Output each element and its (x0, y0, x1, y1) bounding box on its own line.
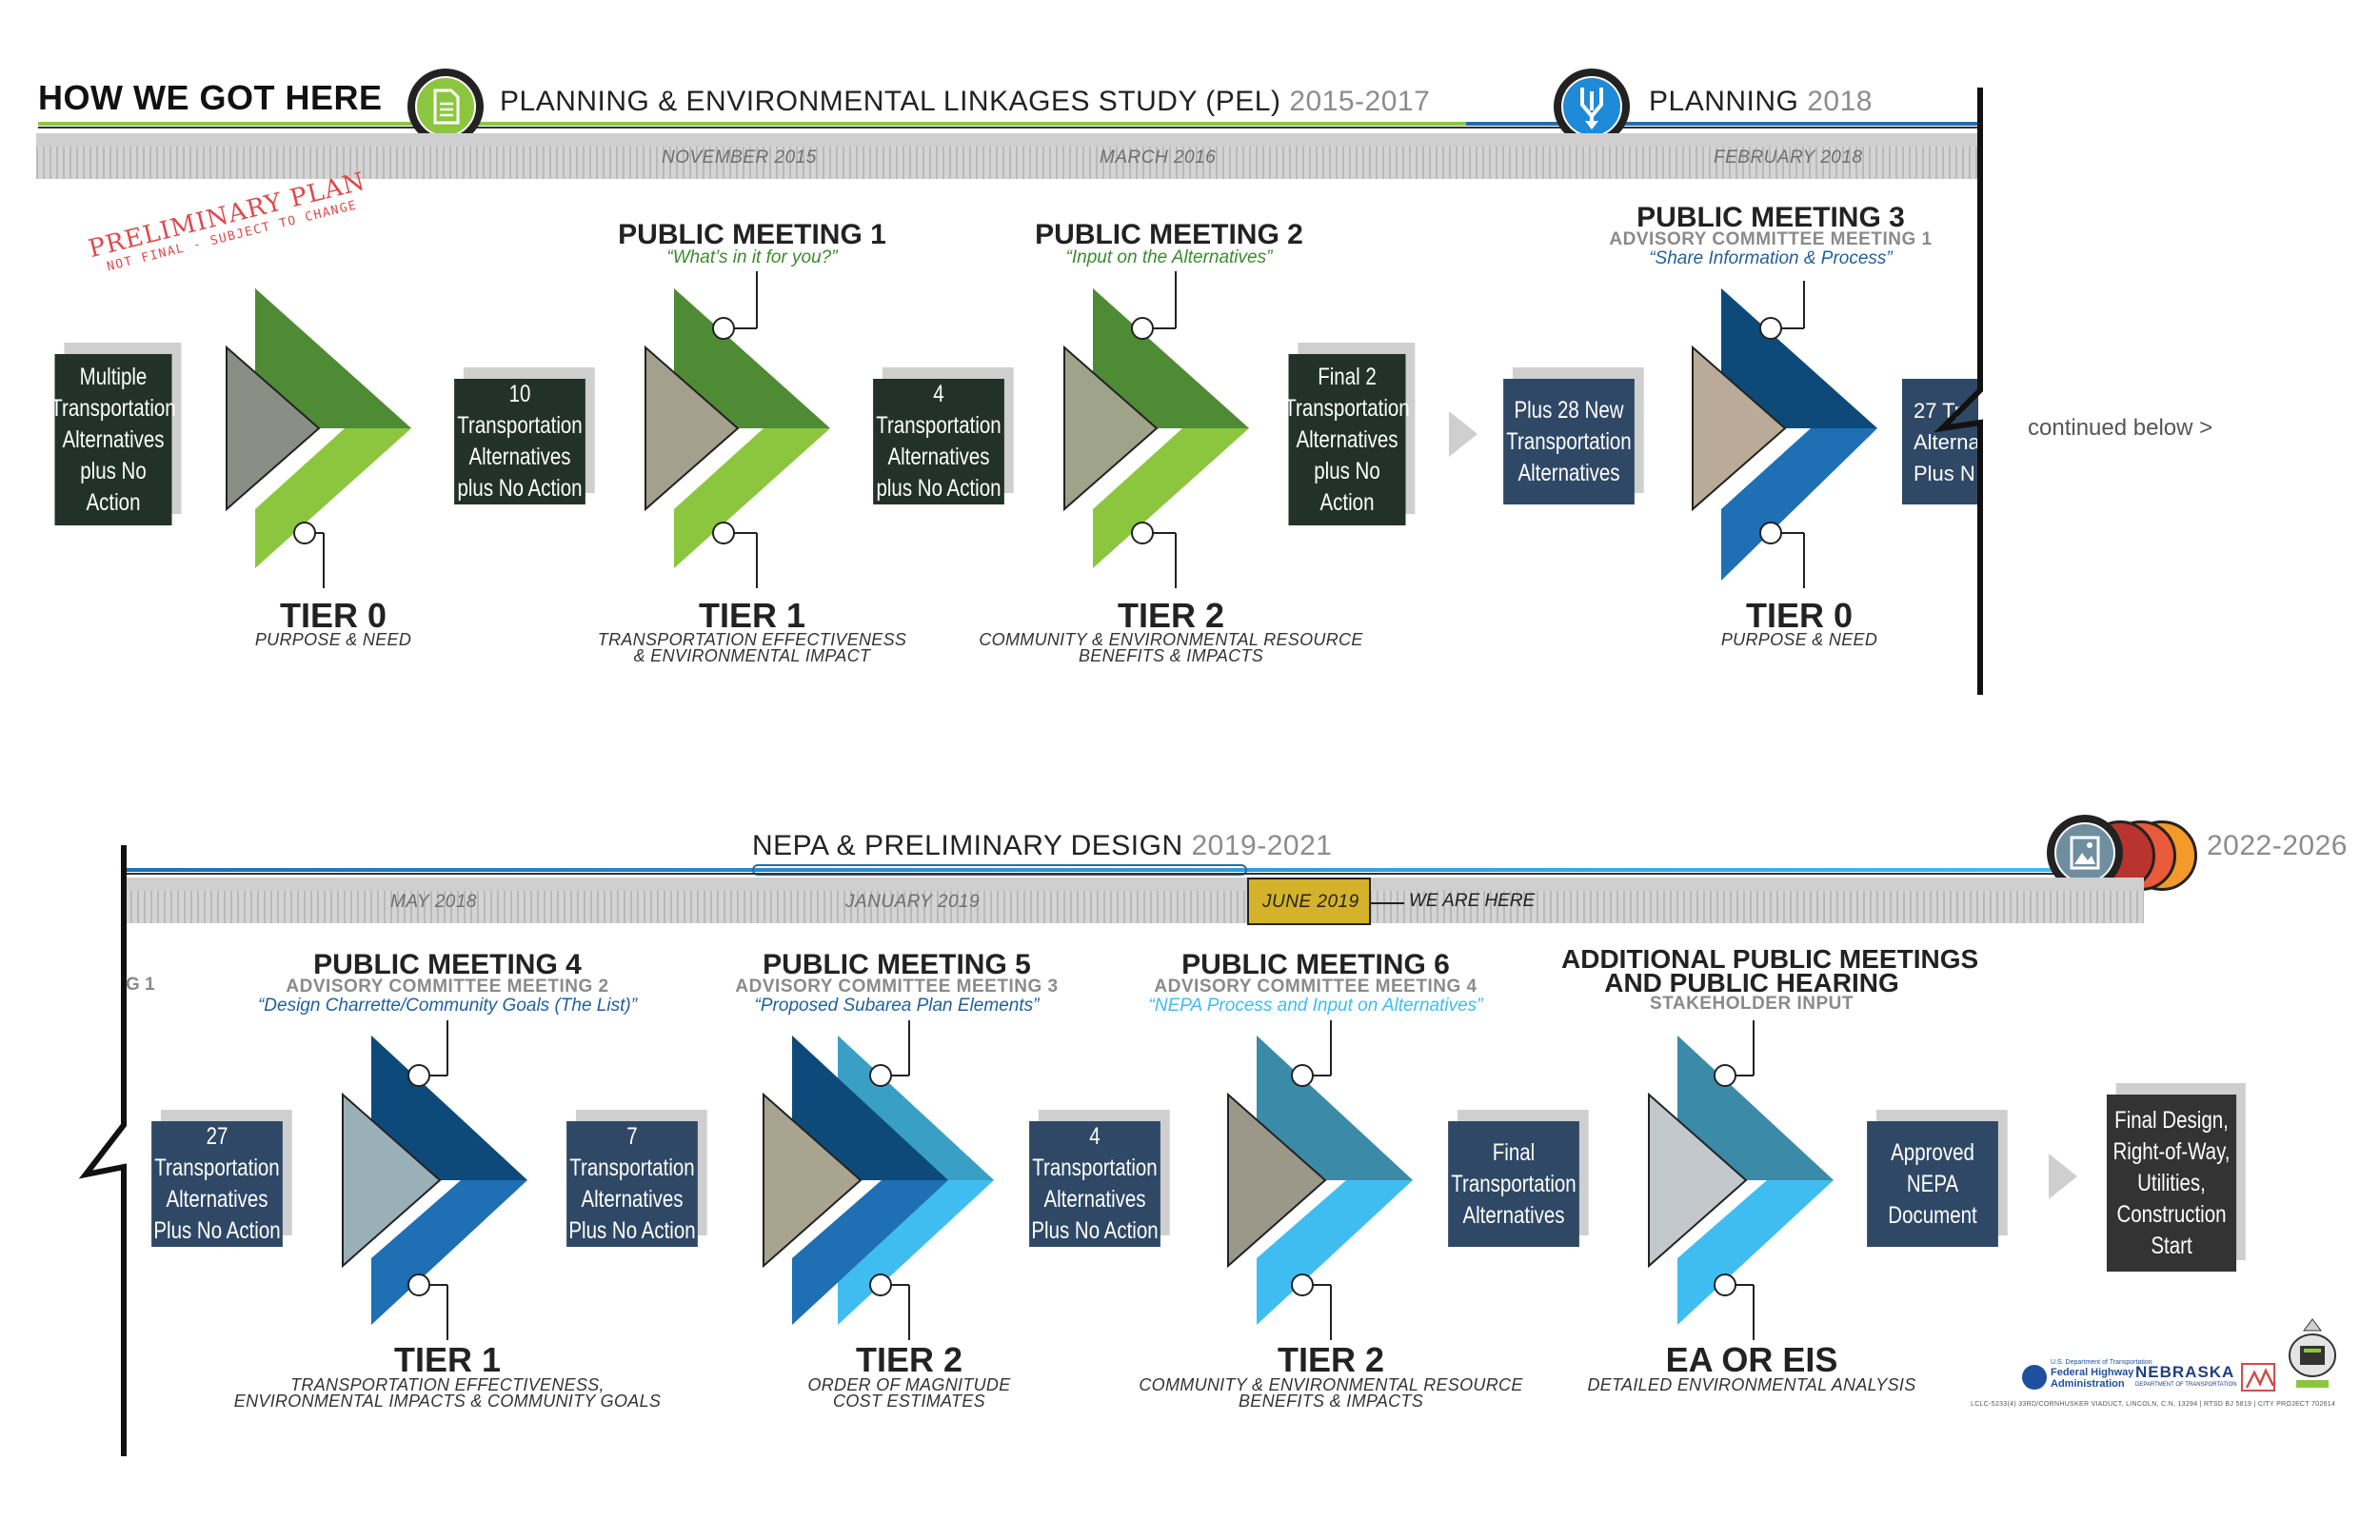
meeting-title: PUBLIC MEETING 4 (313, 949, 582, 980)
phase-nepa-label: NEPA & PRELIMINARY DESIGN 2019-2021 (752, 830, 1333, 861)
header-line-nepa (124, 868, 2085, 872)
tier-label: TIER 2 (1277, 1340, 1385, 1379)
stage-box: 4 Transportation Alternatives plus No Ac… (873, 379, 1004, 504)
tier-label: TIER 1 (698, 596, 806, 635)
meeting-quote: “Share Information & Process” (1649, 248, 1893, 268)
stage-box: Plus 28 New Transportation Alternatives (1503, 379, 1635, 504)
tier-description: TRANSPORTATION EFFECTIVENESS& ENVIRONMEN… (597, 630, 907, 665)
page-title: HOW WE GOT HERE (38, 78, 383, 117)
ruler-date: NOVEMBER 2015 (662, 148, 817, 168)
meeting-quote: “What’s in it for you?” (666, 247, 838, 267)
meeting-subtitle: ADVISORY COMMITTEE MEETING 4 (1154, 977, 1478, 997)
ruler-date: JANUARY 2019 (845, 892, 981, 912)
meeting-quote: “NEPA Process and Input on Alternatives” (1148, 996, 1483, 1016)
ruler-date: MAY 2018 (390, 892, 477, 912)
header-line-dark-bottom (124, 873, 2190, 875)
stage-box-cut: 27 Tr Alternat Plus N (1902, 379, 1978, 504)
fhwa-logo: U.S. Department of Transportation Federa… (2022, 1359, 2152, 1393)
tier-label: EA OR EIS (1665, 1340, 1838, 1379)
meeting-subtitle: ADVISORY COMMITTEE MEETING 2 (286, 977, 609, 997)
meeting-title: ADDITIONAL PUBLIC MEETINGS (1561, 944, 1979, 974)
continued-label: continued below > (2028, 415, 2213, 441)
tier-description: PURPOSE & NEED (254, 630, 412, 649)
meeting-quote: “Input on the Alternatives” (1065, 247, 1273, 267)
header-line-dark (38, 127, 1980, 128)
phase-pel-label: PLANNING & ENVIRONMENTAL LINKAGES STUDY … (500, 86, 1431, 117)
meeting-title: PUBLIC MEETING 3 (1636, 202, 1905, 233)
merge-arrows-icon (1554, 69, 1630, 145)
meeting-title: PUBLIC MEETING 1 (618, 219, 886, 250)
document-icon (407, 69, 484, 145)
stage-box: 4 Transportation Alternatives Plus No Ac… (1029, 1121, 1160, 1247)
capitol-seal-icon (2287, 1317, 2338, 1397)
tier-label: TIER 2 (855, 1340, 963, 1379)
meeting-quote: “Design Charrette/Community Goals (The L… (257, 996, 638, 1016)
lincoln-logo-icon (2241, 1363, 2275, 1392)
meeting-subtitle: ADVISORY COMMITTEE MEETING 3 (735, 977, 1059, 997)
stage-box: 10 Transportation Alternatives plus No A… (454, 379, 585, 504)
stage-box: Final Transportation Alternatives (1448, 1121, 1579, 1247)
stage-box-final: Final Design, Right-of-Way, Utilities, C… (2106, 1095, 2237, 1272)
phase-final-years: 2022-2026 (2207, 830, 2348, 861)
tier-label: TIER 0 (1745, 596, 1854, 635)
cut-label: G 1 (126, 975, 155, 995)
tier-description: DETAILED ENVIRONMENTAL ANALYSIS (1587, 1375, 1916, 1394)
we-are-here-line (1371, 902, 1404, 904)
stage-box: Final 2 Transportation Alternatives plus… (1284, 354, 1410, 525)
tier-label: TIER 1 (393, 1340, 502, 1379)
meeting-title: PUBLIC MEETING 6 (1181, 949, 1450, 980)
meeting-title: PUBLIC MEETING 2 (1035, 219, 1303, 250)
we-are-here-label: WE ARE HERE (1409, 891, 1536, 911)
meeting-quote: “Proposed Subarea Plan Elements” (754, 996, 1040, 1016)
meeting-subtitle: ADVISORY COMMITTEE MEETING 1 (1609, 229, 1933, 249)
meeting-title: PUBLIC MEETING 5 (763, 949, 1031, 980)
project-number-line: LCLC-5233(4) 33RD/CORNHUSKER VIADUCT, LI… (1971, 1401, 2336, 1408)
stage-box: 27 Transportation Alternatives Plus No A… (151, 1121, 283, 1247)
tier-description: TRANSPORTATION EFFECTIVENESS,ENVIRONMENT… (233, 1375, 662, 1411)
stage-box: 7 Transportation Alternatives Plus No Ac… (566, 1121, 698, 1247)
ruler-date: MARCH 2016 (1100, 148, 1217, 168)
ruler-date-current: JUNE 2019 (1262, 892, 1359, 912)
stage-box: Approved NEPA Document (1867, 1121, 1998, 1247)
meeting-title-line2: AND PUBLIC HEARING (1604, 968, 1899, 997)
tier-label: TIER 2 (1117, 596, 1225, 635)
timeline-ruler-bottom (124, 878, 2144, 923)
fhwa-icon (2022, 1365, 2047, 1390)
current-date-marker (1247, 878, 1371, 925)
stage-box: Multiple Transportation Alternatives plu… (50, 354, 176, 525)
ruler-date: FEBRUARY 2018 (1714, 148, 1863, 168)
meeting-subtitle: STAKEHOLDER INPUT (1650, 994, 1854, 1014)
phase-planning-label: PLANNING 2018 (1649, 86, 1873, 117)
header-line-planning (1466, 122, 1980, 126)
tier-label: TIER 0 (279, 596, 387, 635)
nebraska-logo: NEBRASKA DEPARTMENT OF TRANSPORTATION (2135, 1363, 2237, 1388)
tier-description: PURPOSE & NEED (1720, 630, 1878, 649)
preliminary-plan-stamp: PRELIMINARY PLAN NOT FINAL - SUBJECT TO … (86, 168, 372, 278)
header-line-pel (38, 122, 1466, 126)
timeline-ruler-top (36, 133, 1980, 179)
header-line-nepa-pill (752, 864, 1247, 876)
